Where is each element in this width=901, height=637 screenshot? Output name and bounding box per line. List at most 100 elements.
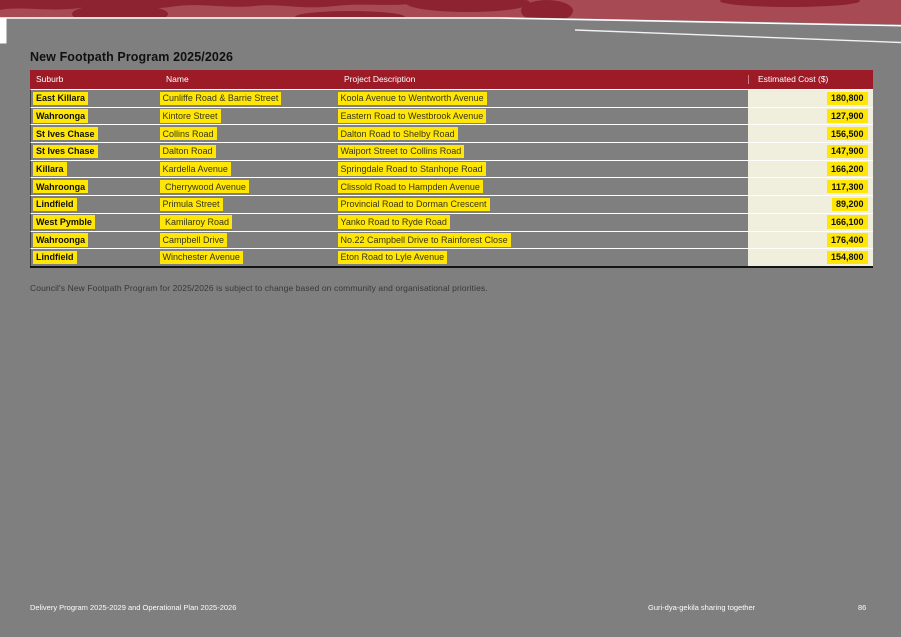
suburb-highlight: St Ives Chase (33, 127, 98, 141)
name-cell: Cherrywood Avenue (159, 178, 338, 195)
banner-graphic (0, 0, 901, 44)
cost-highlight: 154,800 (826, 250, 868, 265)
name-highlight: Campbell Drive (159, 233, 228, 247)
cost-highlight: 166,200 (826, 162, 868, 176)
suburb-cell: St Ives Chase (31, 125, 160, 142)
cost-cell: 180,800 (747, 90, 873, 107)
suburb-highlight: Lindfield (33, 250, 77, 265)
column-header-name: Name (166, 74, 189, 85)
footpath-program-table: Suburb Name Project Description Estimate… (30, 70, 873, 268)
description-cell: Waiport Street to Collins Road (337, 143, 748, 160)
footer-document-title: Delivery Program 2025-2029 and Operation… (30, 603, 237, 612)
cost-cell: 154,800 (747, 249, 873, 266)
cost-cell: 156,500 (747, 125, 873, 143)
cost-highlight: 156,500 (826, 127, 868, 141)
cost-highlight: 127,900 (826, 109, 868, 123)
table-row: Wahroonga Kintore Street Eastern Road to… (30, 106, 873, 125)
description-cell: Yanko Road to Ryde Road (337, 214, 748, 231)
description-highlight: No.22 Campbell Drive to Rainforest Close (337, 233, 511, 247)
description-cell: No.22 Campbell Drive to Rainforest Close (337, 232, 748, 249)
table-row: Wahroonga Cherrywood Avenue Clissold Roa… (30, 177, 873, 196)
suburb-highlight: Wahroonga (33, 233, 89, 247)
name-highlight: Cherrywood Avenue (159, 180, 249, 194)
cost-highlight: 176,400 (826, 233, 868, 247)
description-highlight: Yanko Road to Ryde Road (337, 215, 450, 229)
column-header-project-description: Project Description (344, 74, 416, 85)
cost-highlight: 117,300 (827, 180, 868, 194)
suburb-highlight: Lindfield (33, 197, 77, 212)
table-row: Lindfield Primula Street Provincial Road… (30, 195, 873, 213)
description-highlight: Waiport Street to Collins Road (337, 144, 465, 159)
cost-cell: 89,200 (747, 196, 873, 213)
suburb-cell: St Ives Chase (31, 143, 160, 160)
table-row: Wahroonga Campbell Drive No.22 Campbell … (30, 230, 873, 249)
cost-cell: 127,900 (747, 107, 873, 125)
cost-cell: 166,200 (747, 160, 873, 178)
description-highlight: Clissold Road to Hampden Avenue (337, 180, 483, 194)
name-cell: Winchester Avenue (159, 249, 338, 266)
name-cell: Collins Road (159, 125, 338, 142)
description-cell: Provincial Road to Dorman Crescent (337, 196, 748, 213)
suburb-cell: Wahroonga (31, 108, 160, 125)
suburb-cell: West Pymble (31, 214, 160, 231)
name-cell: Dalton Road (159, 143, 338, 160)
description-highlight: Provincial Road to Dorman Crescent (337, 197, 490, 212)
suburb-highlight: St Ives Chase (33, 144, 98, 159)
name-cell: Primula Street (159, 196, 338, 213)
name-highlight: Kardella Avenue (159, 162, 231, 176)
name-highlight: Kamilaroy Road (159, 215, 233, 229)
cost-cell: 176,400 (747, 231, 873, 249)
cost-highlight: 180,800 (826, 91, 868, 106)
name-highlight: Dalton Road (159, 144, 216, 159)
name-highlight: Winchester Avenue (159, 250, 243, 265)
description-cell: Clissold Road to Hampden Avenue (337, 178, 748, 195)
suburb-cell: Wahroonga (31, 232, 160, 249)
page-title: New Footpath Program 2025/2026 (30, 50, 234, 64)
column-header-suburb: Suburb (36, 74, 64, 85)
name-highlight: Kintore Street (159, 109, 221, 123)
cost-highlight: 166,100 (826, 215, 868, 229)
name-cell: Kintore Street (159, 108, 338, 125)
name-highlight: Collins Road (159, 127, 217, 141)
name-cell: Kardella Avenue (159, 161, 338, 178)
table-row: East Killara Cunliffe Road & Barrie Stre… (30, 89, 873, 107)
description-highlight: Eastern Road to Westbrook Avenue (337, 109, 487, 123)
description-cell: Dalton Road to Shelby Road (337, 125, 748, 142)
description-cell: Springdale Road to Stanhope Road (337, 161, 748, 178)
cost-highlight: 89,200 (831, 197, 868, 212)
name-highlight: Primula Street (159, 197, 223, 212)
page-number: 86 (858, 603, 867, 612)
suburb-highlight: West Pymble (33, 215, 95, 229)
cost-cell: 166,100 (747, 213, 873, 231)
suburb-cell: Wahroonga (31, 178, 160, 195)
suburb-cell: Lindfield (31, 196, 160, 213)
description-cell: Eton Road to Lyle Avenue (337, 249, 748, 266)
table-header-row: Suburb Name Project Description Estimate… (30, 70, 873, 89)
cost-highlight: 147,900 (826, 144, 868, 159)
suburb-highlight: Killara (33, 162, 67, 176)
description-highlight: Eton Road to Lyle Avenue (337, 250, 448, 265)
cost-cell: 147,900 (747, 143, 873, 160)
suburb-cell: East Killara (31, 90, 160, 107)
suburb-highlight: Wahroonga (33, 109, 89, 123)
table-body: East Killara Cunliffe Road & Barrie Stre… (30, 89, 873, 268)
table-row: St Ives Chase Dalton Road Waiport Street… (30, 142, 873, 160)
name-highlight: Cunliffe Road & Barrie Street (159, 91, 282, 106)
table-row: West Pymble Kamilaroy Road Yanko Road to… (30, 212, 873, 231)
suburb-cell: Killara (31, 161, 160, 178)
suburb-highlight: Wahroonga (33, 180, 89, 194)
table-row: Killara Kardella Avenue Springdale Road … (30, 159, 873, 178)
name-cell: Cunliffe Road & Barrie Street (159, 90, 338, 107)
column-header-estimated-cost: Estimated Cost ($) (748, 75, 873, 84)
suburb-highlight: East Killara (33, 91, 89, 106)
footer-tagline: Guri-dya-gekila sharing together (648, 603, 756, 612)
description-cell: Eastern Road to Westbrook Avenue (337, 108, 748, 125)
description-highlight: Dalton Road to Shelby Road (337, 127, 458, 141)
suburb-cell: Lindfield (31, 249, 160, 266)
name-cell: Kamilaroy Road (159, 214, 338, 231)
cost-cell: 117,300 (747, 178, 873, 196)
description-highlight: Koola Avenue to Wentworth Avenue (337, 91, 487, 106)
name-cell: Campbell Drive (159, 232, 338, 249)
description-cell: Koola Avenue to Wentworth Avenue (337, 90, 748, 107)
